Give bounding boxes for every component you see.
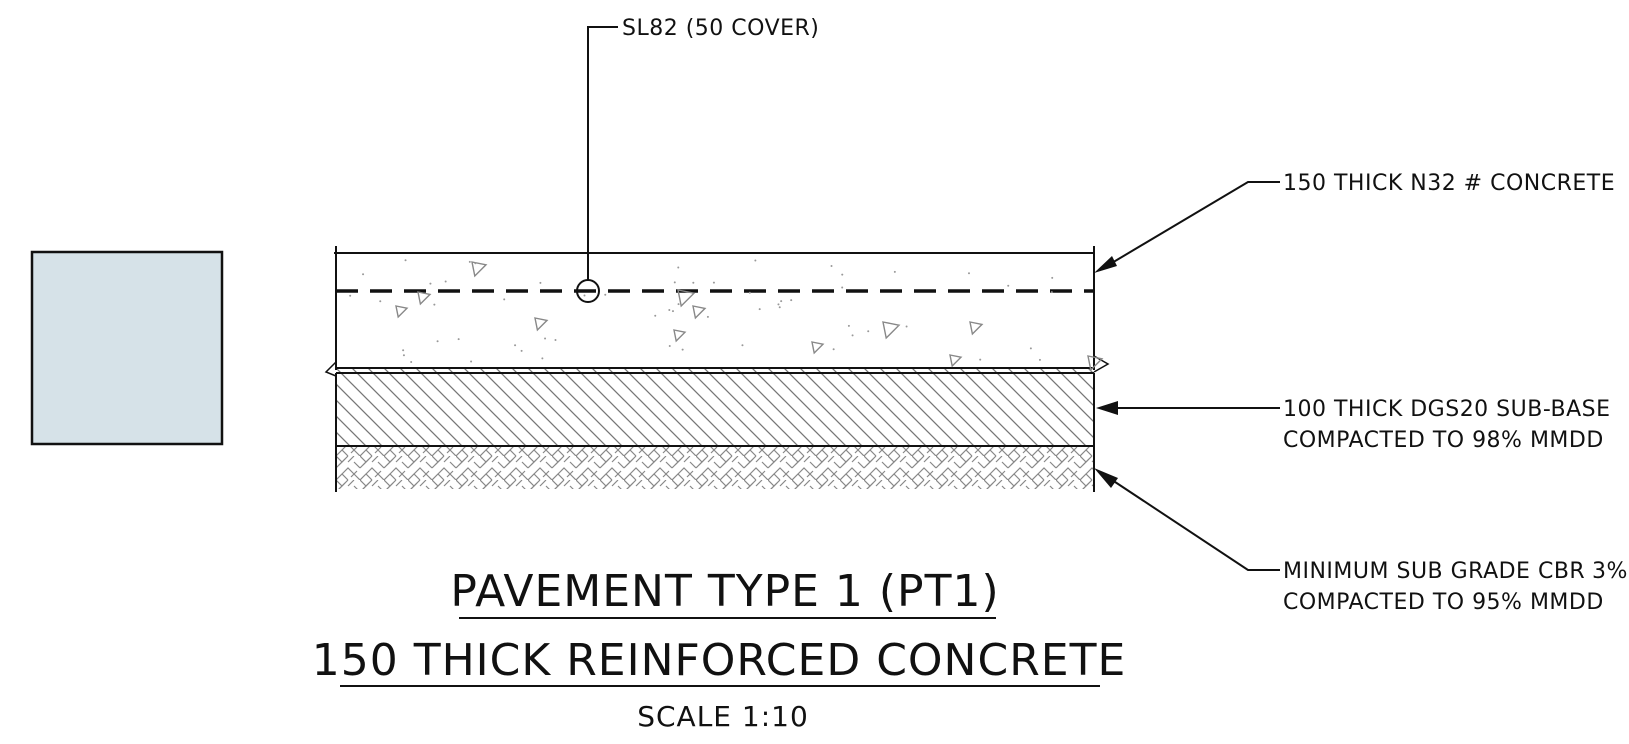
aggregate-speckle — [541, 357, 544, 360]
aggregate-speckle — [583, 294, 586, 297]
aggregate-speckle — [1038, 358, 1041, 361]
aggregate-speckle — [754, 259, 757, 262]
aggregate-triangle — [534, 317, 549, 332]
aggregate-speckle — [436, 340, 439, 343]
aggregate-speckle — [677, 266, 680, 269]
aggregate-speckle — [604, 293, 607, 296]
aggregate-speckle — [681, 348, 684, 351]
subbase-layer — [336, 368, 1094, 446]
aggregate-speckle — [673, 281, 676, 284]
aggregate-speckle — [748, 291, 751, 294]
concrete-label: 150 THICK N32 # CONCRETE — [1283, 171, 1615, 196]
aggregate-speckle — [668, 345, 671, 348]
aggregate-triangle — [677, 289, 696, 308]
subbase-label-line1: 100 THICK DGS20 SUB-BASE — [1283, 397, 1611, 422]
arrowhead-icon — [1096, 401, 1118, 415]
aggregate-triangle — [969, 321, 984, 336]
title-scale: SCALE 1:10 — [637, 700, 809, 733]
aggregate-speckle — [362, 273, 365, 276]
aggregate-marks — [349, 259, 1104, 372]
aggregate-speckle — [402, 354, 405, 357]
concrete-slab — [324, 246, 1110, 377]
aggregate-speckle — [544, 337, 547, 340]
aggregate-speckle — [410, 361, 413, 364]
aggregate-speckle — [539, 281, 542, 284]
aggregate-triangle — [471, 261, 488, 278]
title-block: PAVEMENT TYPE 1 (PT1) 150 THICK REINFORC… — [312, 566, 1127, 733]
aggregate-speckle — [712, 281, 715, 284]
aggregate-speckle — [468, 260, 471, 263]
aggregate-speckle — [867, 330, 870, 333]
aggregate-speckle — [905, 325, 908, 328]
aggregate-triangle — [1087, 355, 1104, 372]
aggregate-speckle — [1007, 284, 1010, 287]
aggregate-speckle — [979, 358, 982, 361]
subgrade-cbr-value: 3% — [1592, 559, 1628, 584]
aggregate-triangle — [949, 354, 963, 368]
aggregate-speckle — [470, 360, 473, 363]
subbase-callout: 100 THICK DGS20 SUB-BASE COMPACTED TO 98… — [1096, 397, 1611, 453]
aggregate-speckle — [654, 314, 657, 317]
aggregate-triangle — [692, 305, 707, 320]
aggregate-speckle — [897, 324, 900, 327]
aggregate-triangle — [417, 291, 432, 306]
aggregate-speckle — [379, 300, 382, 303]
aggregate-speckle — [832, 348, 835, 351]
mesh-label: SL82 (50 COVER) — [622, 16, 819, 41]
aggregate-speckle — [554, 339, 557, 342]
aggregate-speckle — [444, 280, 447, 283]
concrete-callout: 150 THICK N32 # CONCRETE — [1094, 171, 1615, 273]
aggregate-speckle — [841, 286, 844, 289]
aggregate-speckle — [841, 273, 844, 276]
aggregate-speckle — [1050, 291, 1053, 294]
aggregate-speckle — [780, 300, 783, 303]
arrowhead-icon — [1094, 256, 1117, 273]
aggregate-speckle — [671, 310, 674, 313]
aggregate-speckle — [433, 303, 436, 306]
aggregate-speckle — [706, 315, 709, 318]
aggregate-speckle — [429, 282, 432, 285]
mesh-callout: SL82 (50 COVER) — [576, 16, 819, 303]
aggregate-speckle — [404, 259, 407, 262]
aggregate-triangle — [811, 341, 825, 355]
aggregate-speckle — [847, 324, 850, 327]
aggregate-speckle — [677, 303, 680, 306]
subgrade-callout: MINIMUM SUB GRADE CBR 3% COMPACTED TO 95… — [1094, 468, 1628, 615]
aggregate-speckle — [349, 294, 352, 297]
aggregate-speckle — [668, 309, 671, 312]
aggregate-speckle — [741, 344, 744, 347]
aggregate-speckle — [851, 334, 854, 337]
aggregate-speckle — [514, 344, 517, 347]
aggregate-speckle — [967, 272, 970, 275]
aggregate-speckle — [474, 262, 477, 265]
subbase-label-line2: COMPACTED TO 98% MMDD — [1283, 428, 1604, 453]
title-line1: PAVEMENT TYPE 1 (PT1) — [450, 566, 999, 617]
aggregate-speckle — [457, 338, 460, 341]
aggregate-triangle — [673, 329, 687, 343]
aggregate-speckle — [790, 299, 793, 302]
subgrade-layer — [336, 447, 1094, 489]
aggregate-speckle — [520, 349, 523, 352]
arrowhead-icon — [1094, 468, 1118, 488]
aggregate-speckle — [1029, 347, 1032, 350]
aggregate-triangle — [882, 321, 901, 340]
aggregate-triangle — [395, 305, 409, 319]
aggregate-speckle — [503, 298, 506, 301]
aggregate-speckle — [692, 281, 695, 284]
subgrade-label-line1: MINIMUM SUB GRADE CBR — [1283, 559, 1585, 584]
title-line2: 150 THICK REINFORCED CONCRETE — [312, 635, 1127, 686]
aggregate-speckle — [778, 306, 781, 309]
aggregate-speckle — [758, 308, 761, 311]
subgrade-label-line2: COMPACTED TO 95% MMDD — [1283, 590, 1604, 615]
material-swatch — [30, 250, 224, 446]
aggregate-speckle — [830, 265, 833, 268]
aggregate-speckle — [777, 303, 780, 306]
aggregate-speckle — [1051, 276, 1054, 279]
aggregate-speckle — [402, 349, 405, 352]
aggregate-speckle — [893, 270, 896, 273]
